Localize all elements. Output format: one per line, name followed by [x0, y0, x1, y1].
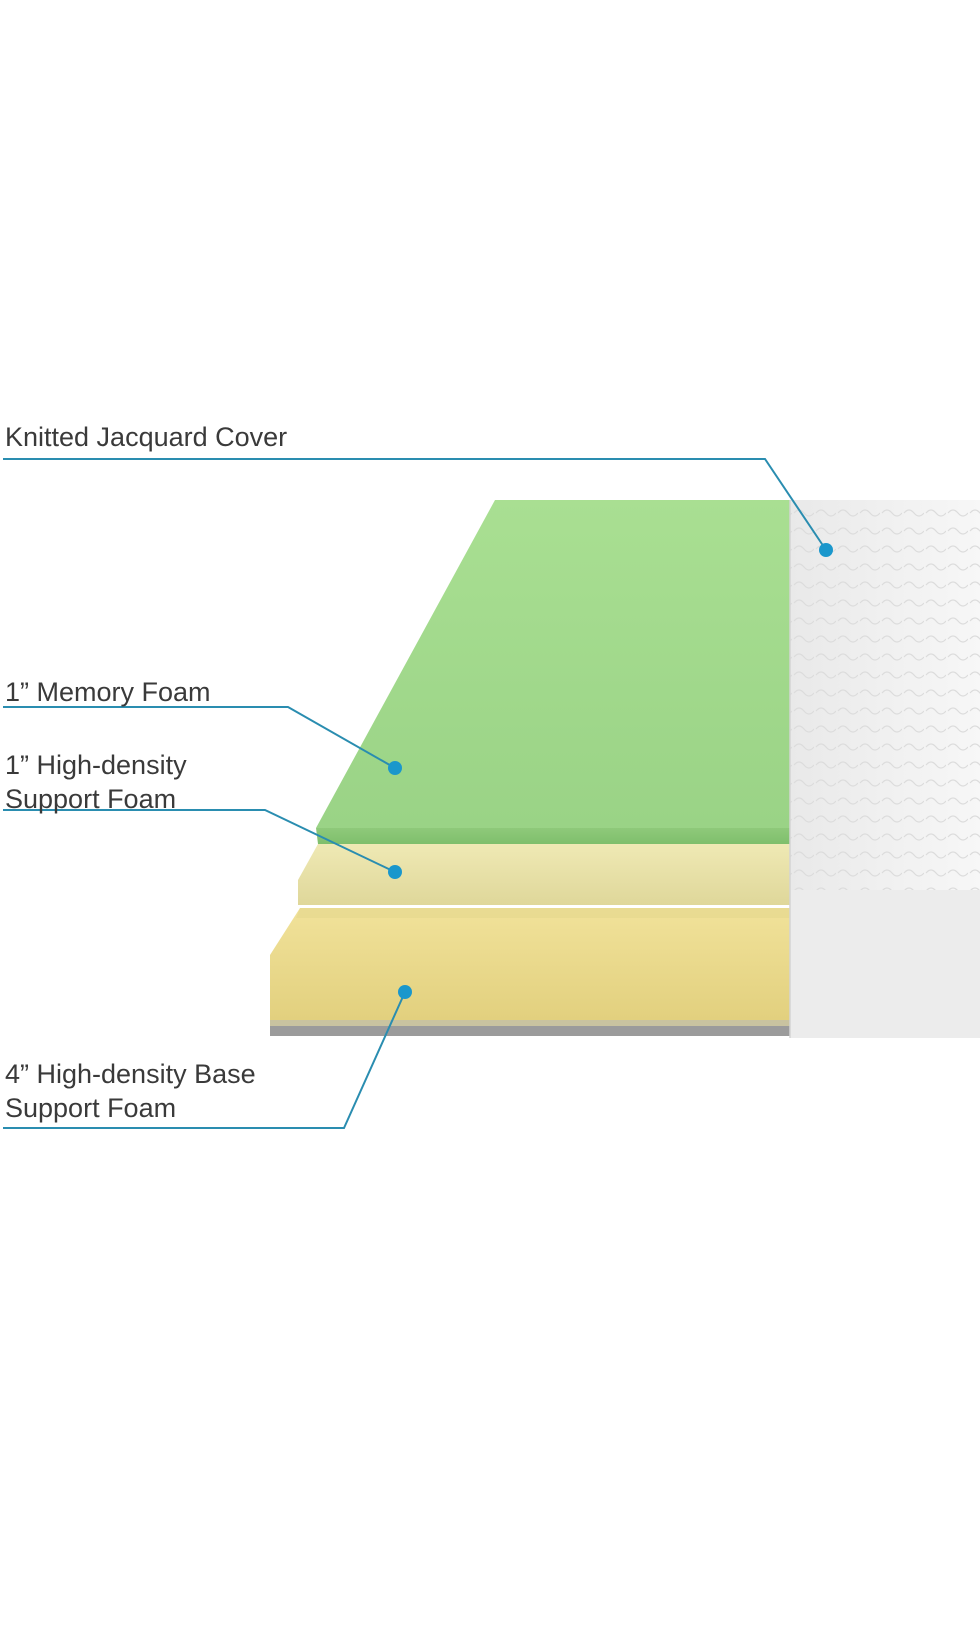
- base-foam-label-line-2: Support Foam: [5, 1093, 177, 1123]
- base-callout-dot: [398, 985, 412, 999]
- hd-leader-line: [3, 809, 396, 873]
- memory-foam-label-line: 1” Memory Foam: [5, 677, 211, 707]
- jacquard-cover: [789, 500, 980, 1038]
- base-foam-label: 4” High-density Base Support Foam: [5, 1057, 256, 1125]
- memory-callout-dot: [388, 761, 402, 775]
- base-leader-line: [3, 991, 406, 1129]
- cover-leader-line: [3, 458, 827, 551]
- memory-foam-label: 1” Memory Foam: [5, 675, 211, 709]
- cover-label: Knitted Jacquard Cover: [5, 420, 287, 454]
- high-density-foam-layer: [298, 844, 790, 905]
- memory-foam-layer: [316, 500, 790, 844]
- memory-leader-line: [3, 706, 396, 769]
- base-foam-layer: [270, 908, 790, 1036]
- hd-callout-dot: [388, 865, 402, 879]
- high-density-foam-label-line-1: 1” High-density: [5, 750, 187, 780]
- base-foam-label-line-1: 4” High-density Base: [5, 1059, 256, 1089]
- high-density-foam-label: 1” High-density Support Foam: [5, 748, 187, 816]
- cover-label-line: Knitted Jacquard Cover: [5, 422, 288, 452]
- leader-lines: [3, 458, 827, 1129]
- high-density-foam-label-line-2: Support Foam: [5, 784, 177, 814]
- cover-callout-dot: [819, 543, 833, 557]
- callout-dots: [388, 543, 833, 999]
